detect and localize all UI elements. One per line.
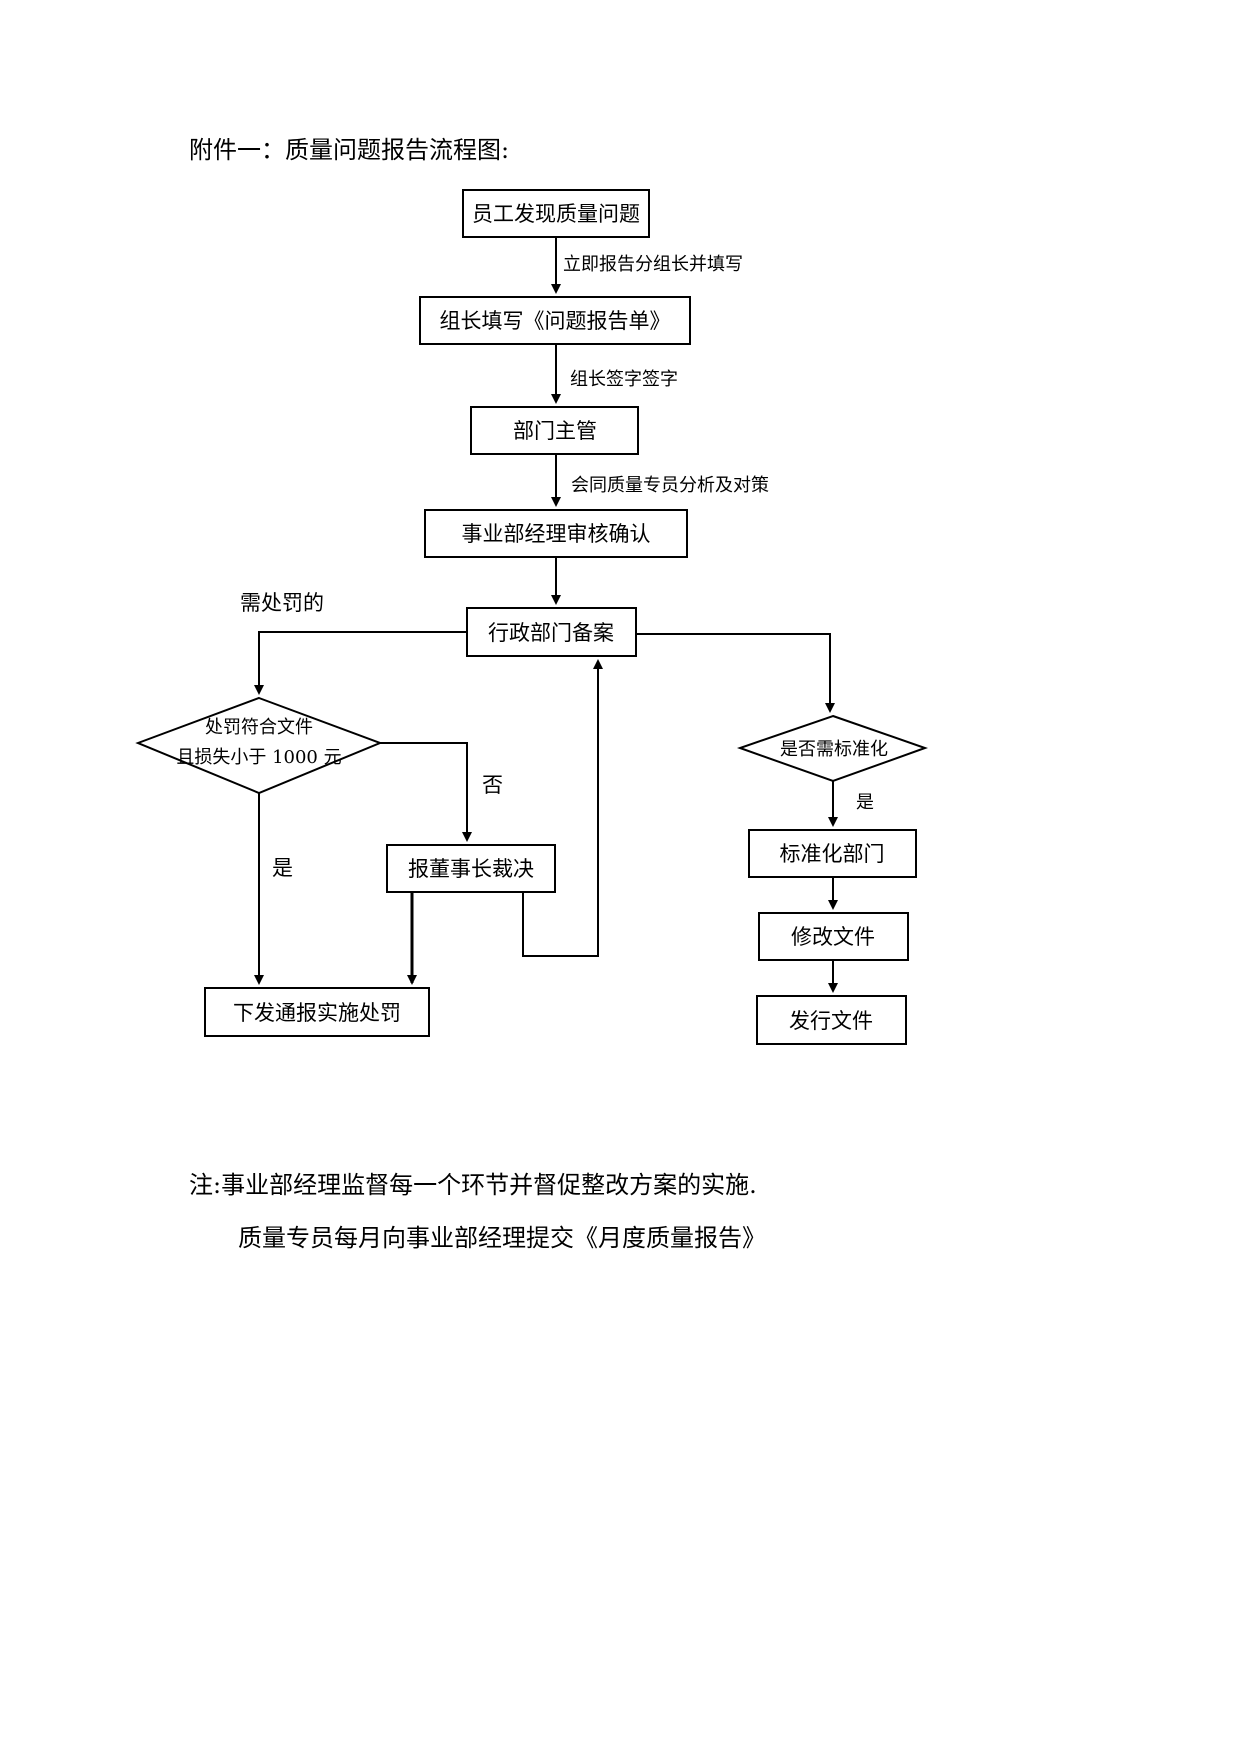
edge-label-analysis: 会同质量专员分析及对策 [571,475,769,496]
edge-label-leader-sign: 组长签字签字 [570,369,678,390]
node-dept-manager-label: 部门主管 [513,419,597,443]
node-standardization-dept: 标准化部门 [748,829,917,878]
decision-need-standardization: 是否需标准化 [736,714,929,783]
edge-label-no: 否 [482,773,503,797]
note-line-1: 注:事业部经理监督每一个环节并督促整改方案的实施. [189,1171,757,1199]
arrow-5-d2 [636,633,835,713]
node-leader-fills-report: 组长填写《问题报告单》 [419,296,691,345]
arrow-6-5 [522,659,603,957]
decision-penalty-threshold-line1: 处罚符合文件 [205,717,313,738]
node-division-manager-review-label: 事业部经理审核确认 [462,522,651,546]
edge-label-yes-left: 是 [272,856,293,880]
node-leader-fills-report-label: 组长填写《问题报告单》 [440,309,671,333]
node-admin-filing: 行政部门备案 [466,607,637,657]
arrow-5-d1 [254,631,467,695]
arrow-d1-no [380,742,472,842]
decision-need-standardization-label: 是否需标准化 [780,739,888,760]
page-title: 附件一：质量问题报告流程图: [189,136,510,164]
decision-penalty-threshold: 处罚符合文件 且损失小于 1000 元 [135,696,383,795]
edge-label-report-to-leader: 立即报告分组长并填写 [563,254,743,275]
node-chairman-decision: 报董事长裁决 [386,844,556,893]
node-chairman-decision-label: 报董事长裁决 [408,857,534,881]
node-modify-documents-label: 修改文件 [791,925,875,949]
node-division-manager-review: 事业部经理审核确认 [424,509,688,558]
node-modify-documents: 修改文件 [758,912,909,961]
node-issue-documents-label: 发行文件 [789,1009,873,1033]
node-issue-penalty-notice-label: 下发通报实施处罚 [233,1001,401,1025]
node-dept-manager: 部门主管 [470,406,639,455]
node-standardization-dept-label: 标准化部门 [780,842,885,866]
node-issue-penalty-notice: 下发通报实施处罚 [204,987,430,1037]
edge-label-penalty: 需处罚的 [240,591,324,615]
decision-penalty-threshold-line2: 且损失小于 1000 元 [176,747,341,768]
node-employee-finds-issue: 员工发现质量问题 [462,189,650,238]
note-line-2: 质量专员每月向事业部经理提交《月度质量报告》 [238,1224,766,1252]
node-employee-finds-issue-label: 员工发现质量问题 [472,202,640,226]
edge-label-yes-right: 是 [856,792,874,813]
node-issue-documents: 发行文件 [756,995,907,1045]
node-admin-filing-label: 行政部门备案 [488,621,614,645]
